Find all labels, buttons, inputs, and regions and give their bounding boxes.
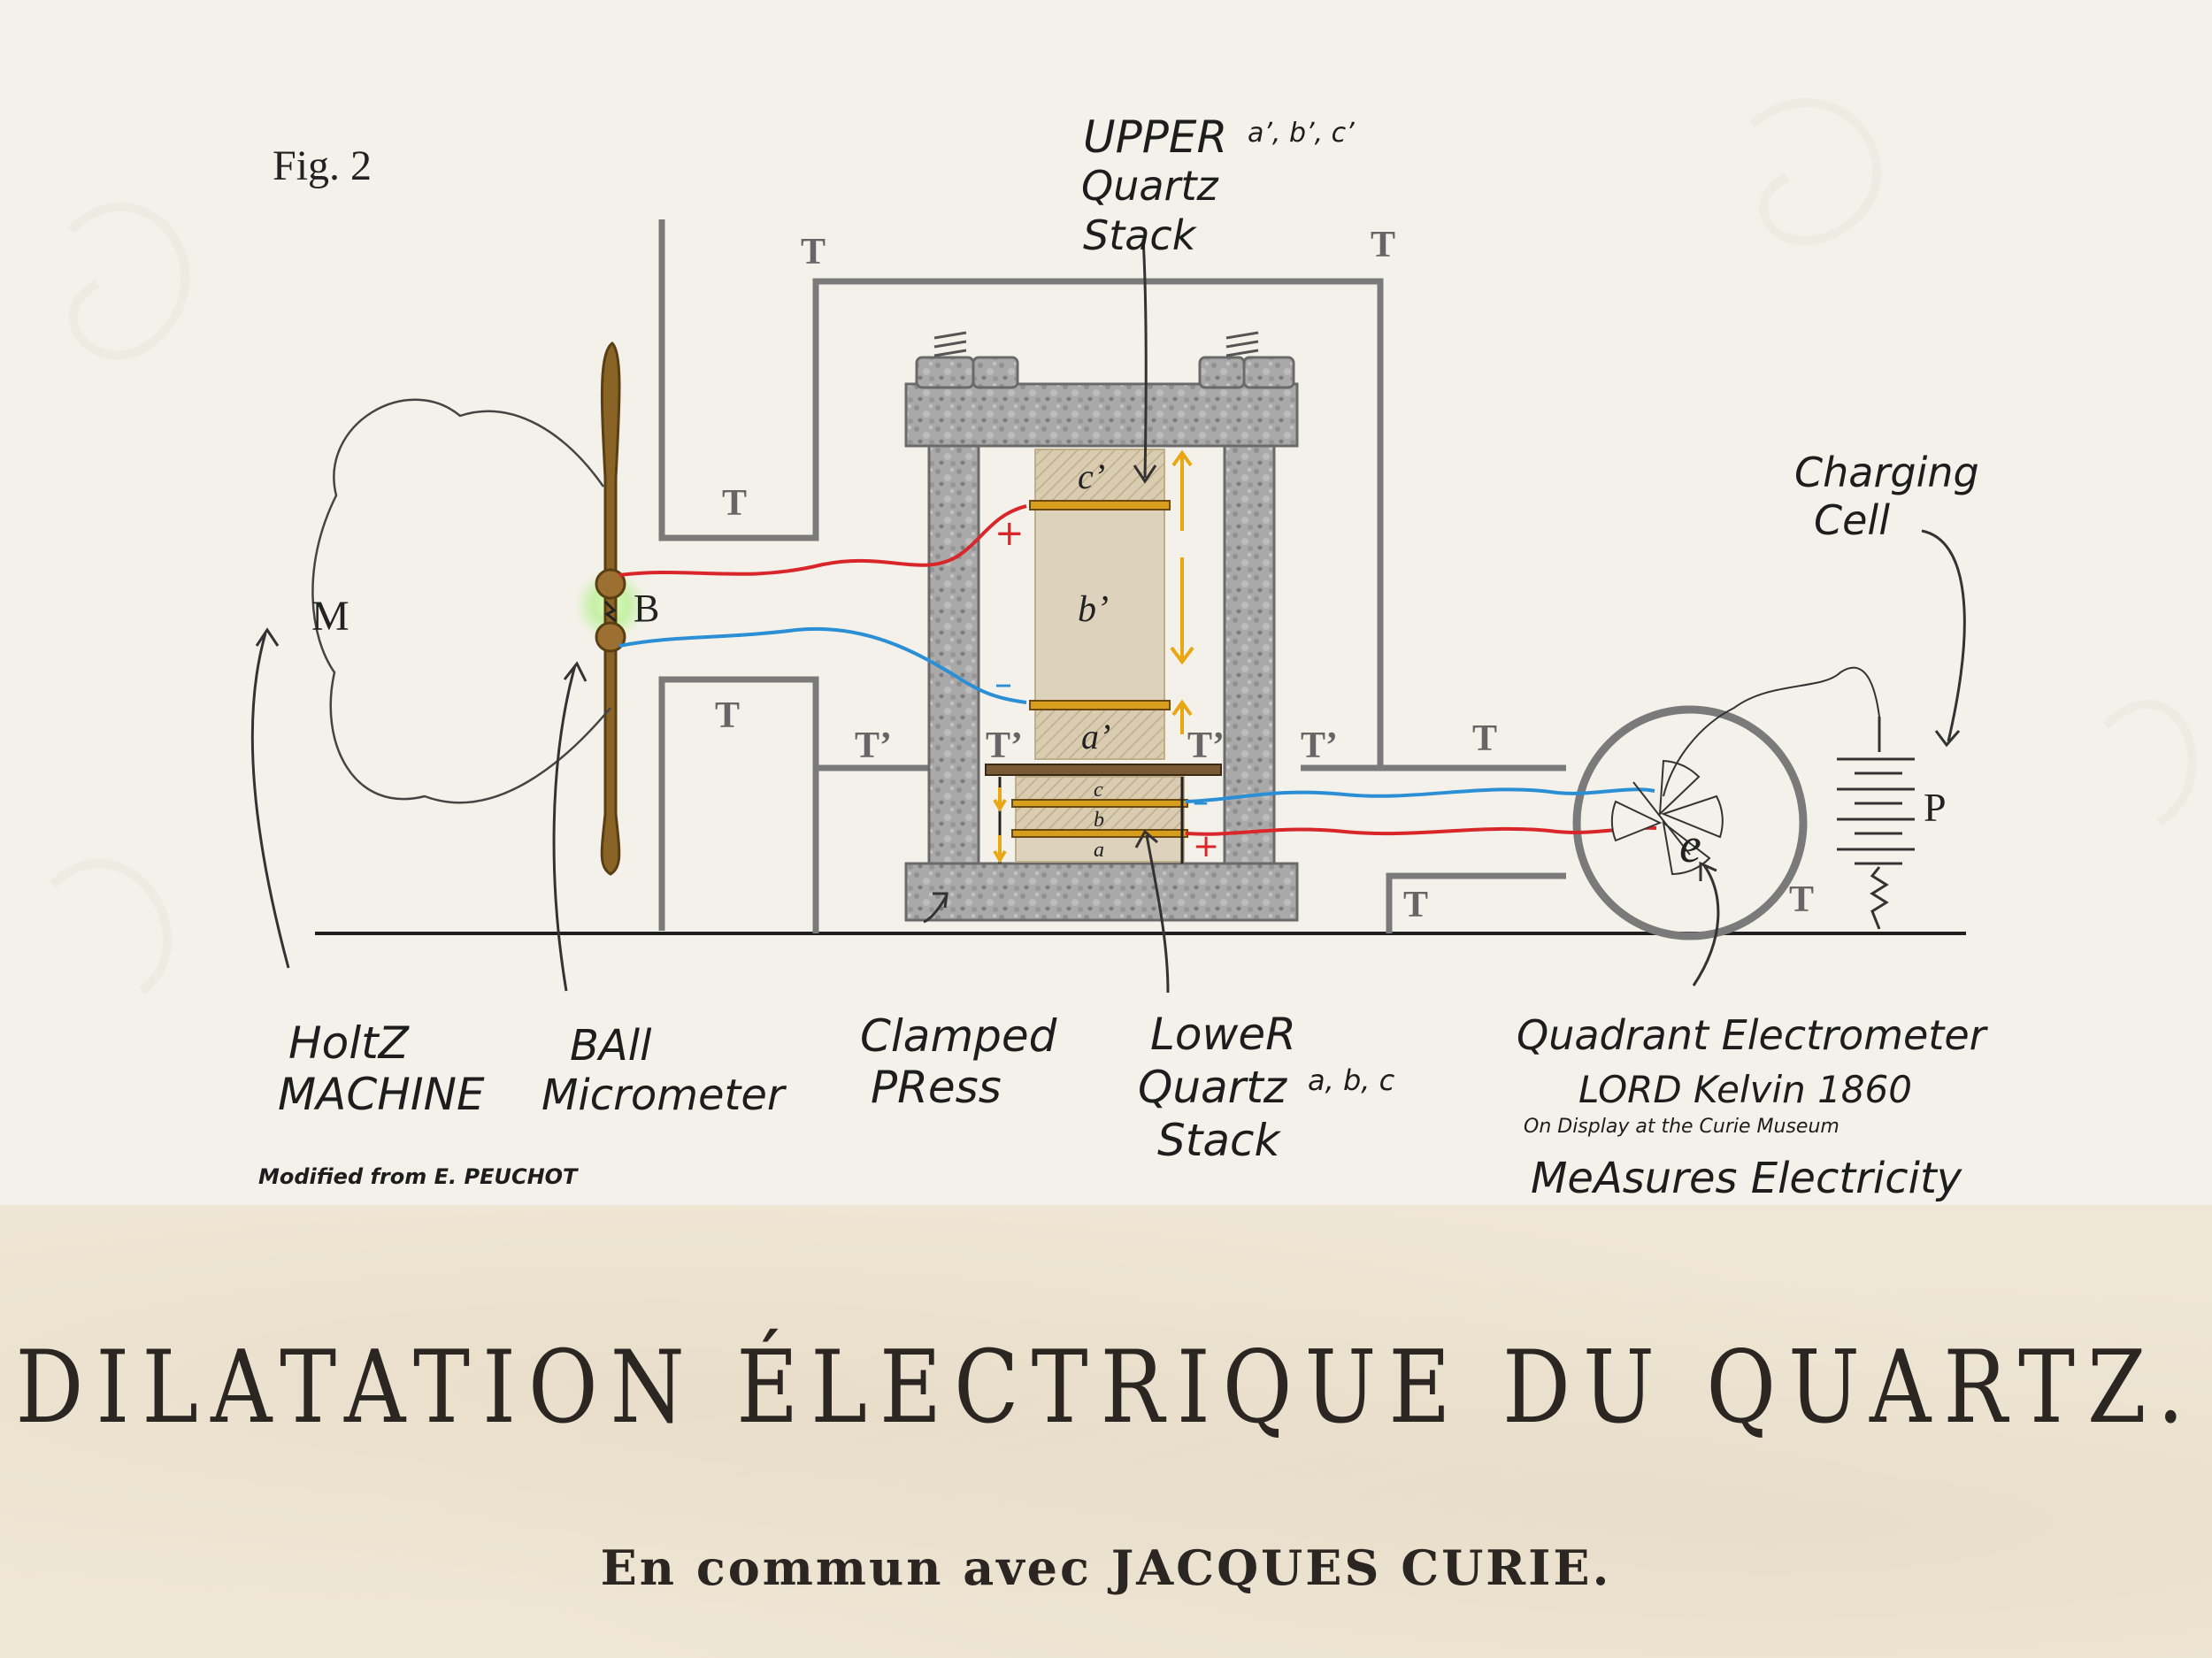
- label-t-prime: T’: [1301, 725, 1338, 766]
- annotation-quadrant-electrometer: Quadrant Electrometer LORD Kelvin 1860 O…: [1517, 1011, 1989, 1203]
- label-t: T: [715, 695, 740, 736]
- svg-text:Clamped: Clamped: [860, 1010, 1057, 1062]
- svg-text:LORD Kelvin 1860: LORD Kelvin 1860: [1578, 1068, 1912, 1111]
- article-title: DILATATION ÉLECTRIQUE DU QUARTZ.: [15, 1328, 2197, 1447]
- annotation-charging-cell: Charging Cell: [1794, 449, 1979, 544]
- positive-wire-upper: [618, 504, 1027, 577]
- label-t-prime: T’: [855, 725, 892, 766]
- svg-text:a’, b’, c’: a’, b’, c’: [1248, 118, 1355, 149]
- tube-system: [658, 219, 1808, 940]
- dilation-arrows: [993, 449, 1194, 864]
- label-t: T: [1371, 225, 1395, 265]
- diagram-figure: Fig. 2 T T T T T T T T’ T’ T’ T’: [50, 98, 2197, 1203]
- label-e: e: [1679, 818, 1701, 873]
- label-t: T: [1472, 718, 1497, 759]
- holtz-machine-loop: [311, 398, 611, 804]
- background-ornament: [50, 98, 2197, 994]
- label-t-prime: T’: [986, 725, 1023, 766]
- svg-text:UPPER: UPPER: [1083, 111, 1227, 163]
- diagram-canvas: Fig. 2 T T T T T T T T’ T’ T’ T’: [50, 98, 2197, 1203]
- svg-text:HoltZ: HoltZ: [288, 1017, 411, 1069]
- figure-number: Fig. 2: [273, 142, 372, 189]
- svg-text:Stack: Stack: [1083, 211, 1198, 259]
- svg-text:BAll: BAll: [570, 1021, 652, 1071]
- svg-text:Stack: Stack: [1157, 1115, 1281, 1166]
- svg-text:On Display at the Curie Museum: On Display at the Curie Museum: [1524, 1116, 1839, 1138]
- ball-micrometer: [575, 342, 646, 876]
- label-a-prime: a’: [1081, 717, 1110, 756]
- annotation-modified-from: Modified from E. PEUCHOT: [258, 1164, 579, 1189]
- lower-quartz-stack: [998, 776, 1188, 864]
- article-byline: En commun avec JACQUES CURIE.: [600, 1539, 1612, 1596]
- label-t: T: [722, 483, 747, 524]
- upper-quartz-stack: [985, 449, 1222, 776]
- svg-text:MACHINE: MACHINE: [278, 1069, 485, 1120]
- svg-text:Quadrant Electrometer: Quadrant Electrometer: [1517, 1011, 1989, 1059]
- svg-text:LoweR: LoweR: [1150, 1009, 1296, 1060]
- negative-wire-lower: [1185, 787, 1655, 803]
- charging-cell-battery: [1837, 717, 1915, 930]
- svg-text:Cell: Cell: [1814, 496, 1890, 544]
- positive-wire-lower: [1185, 825, 1657, 836]
- annotation-holtz-machine: HoltZ MACHINE: [278, 1017, 485, 1120]
- annotation-arrows: [250, 238, 1966, 994]
- svg-text:Quartz: Quartz: [1081, 162, 1218, 210]
- annotation-ball-micrometer: BAll Micrometer: [541, 1021, 787, 1120]
- svg-text:PRess: PRess: [871, 1062, 1002, 1113]
- label-t: T: [1789, 879, 1814, 920]
- minus-sign-upper: –: [995, 664, 1012, 704]
- plus-sign-lower: +: [1193, 828, 1219, 864]
- annotation-lower-stack: LoweR Quartz a, b, c Stack: [1138, 1009, 1395, 1166]
- label-t: T: [1403, 885, 1428, 925]
- svg-text:Charging: Charging: [1794, 449, 1979, 496]
- annotation-upper-stack: UPPER Quartz Stack a’, b’, c’: [1081, 111, 1355, 259]
- label-b-ball: B: [634, 587, 659, 630]
- label-p: P: [1924, 785, 1947, 830]
- label-b: b: [1094, 809, 1104, 832]
- svg-text:a, b, c: a, b, c: [1308, 1063, 1395, 1097]
- label-b-prime: b’: [1078, 589, 1109, 630]
- label-m: M: [311, 593, 349, 640]
- negative-wire-upper: [618, 626, 1027, 704]
- quadrant-electrometer: [1610, 666, 1880, 876]
- plus-sign-upper: +: [995, 513, 1025, 554]
- label-c: c: [1094, 779, 1103, 802]
- press-springs: [933, 331, 1259, 357]
- label-a: a: [1094, 839, 1104, 862]
- svg-text:Quartz: Quartz: [1138, 1062, 1288, 1113]
- label-t-prime: T’: [1187, 725, 1225, 766]
- title-band: DILATATION ÉLECTRIQUE DU QUARTZ. En comm…: [0, 1205, 2212, 1658]
- minus-sign-lower: –: [1193, 784, 1209, 820]
- label-c-prime: c’: [1078, 457, 1105, 496]
- t-labels: T T T T T T T T’ T’ T’ T’: [715, 225, 1814, 925]
- svg-text:MeAsures Electricity: MeAsures Electricity: [1531, 1154, 1962, 1203]
- annotation-clamped-press: Clamped PRess: [860, 1010, 1057, 1113]
- svg-text:Micrometer: Micrometer: [541, 1071, 787, 1120]
- label-t: T: [801, 232, 826, 272]
